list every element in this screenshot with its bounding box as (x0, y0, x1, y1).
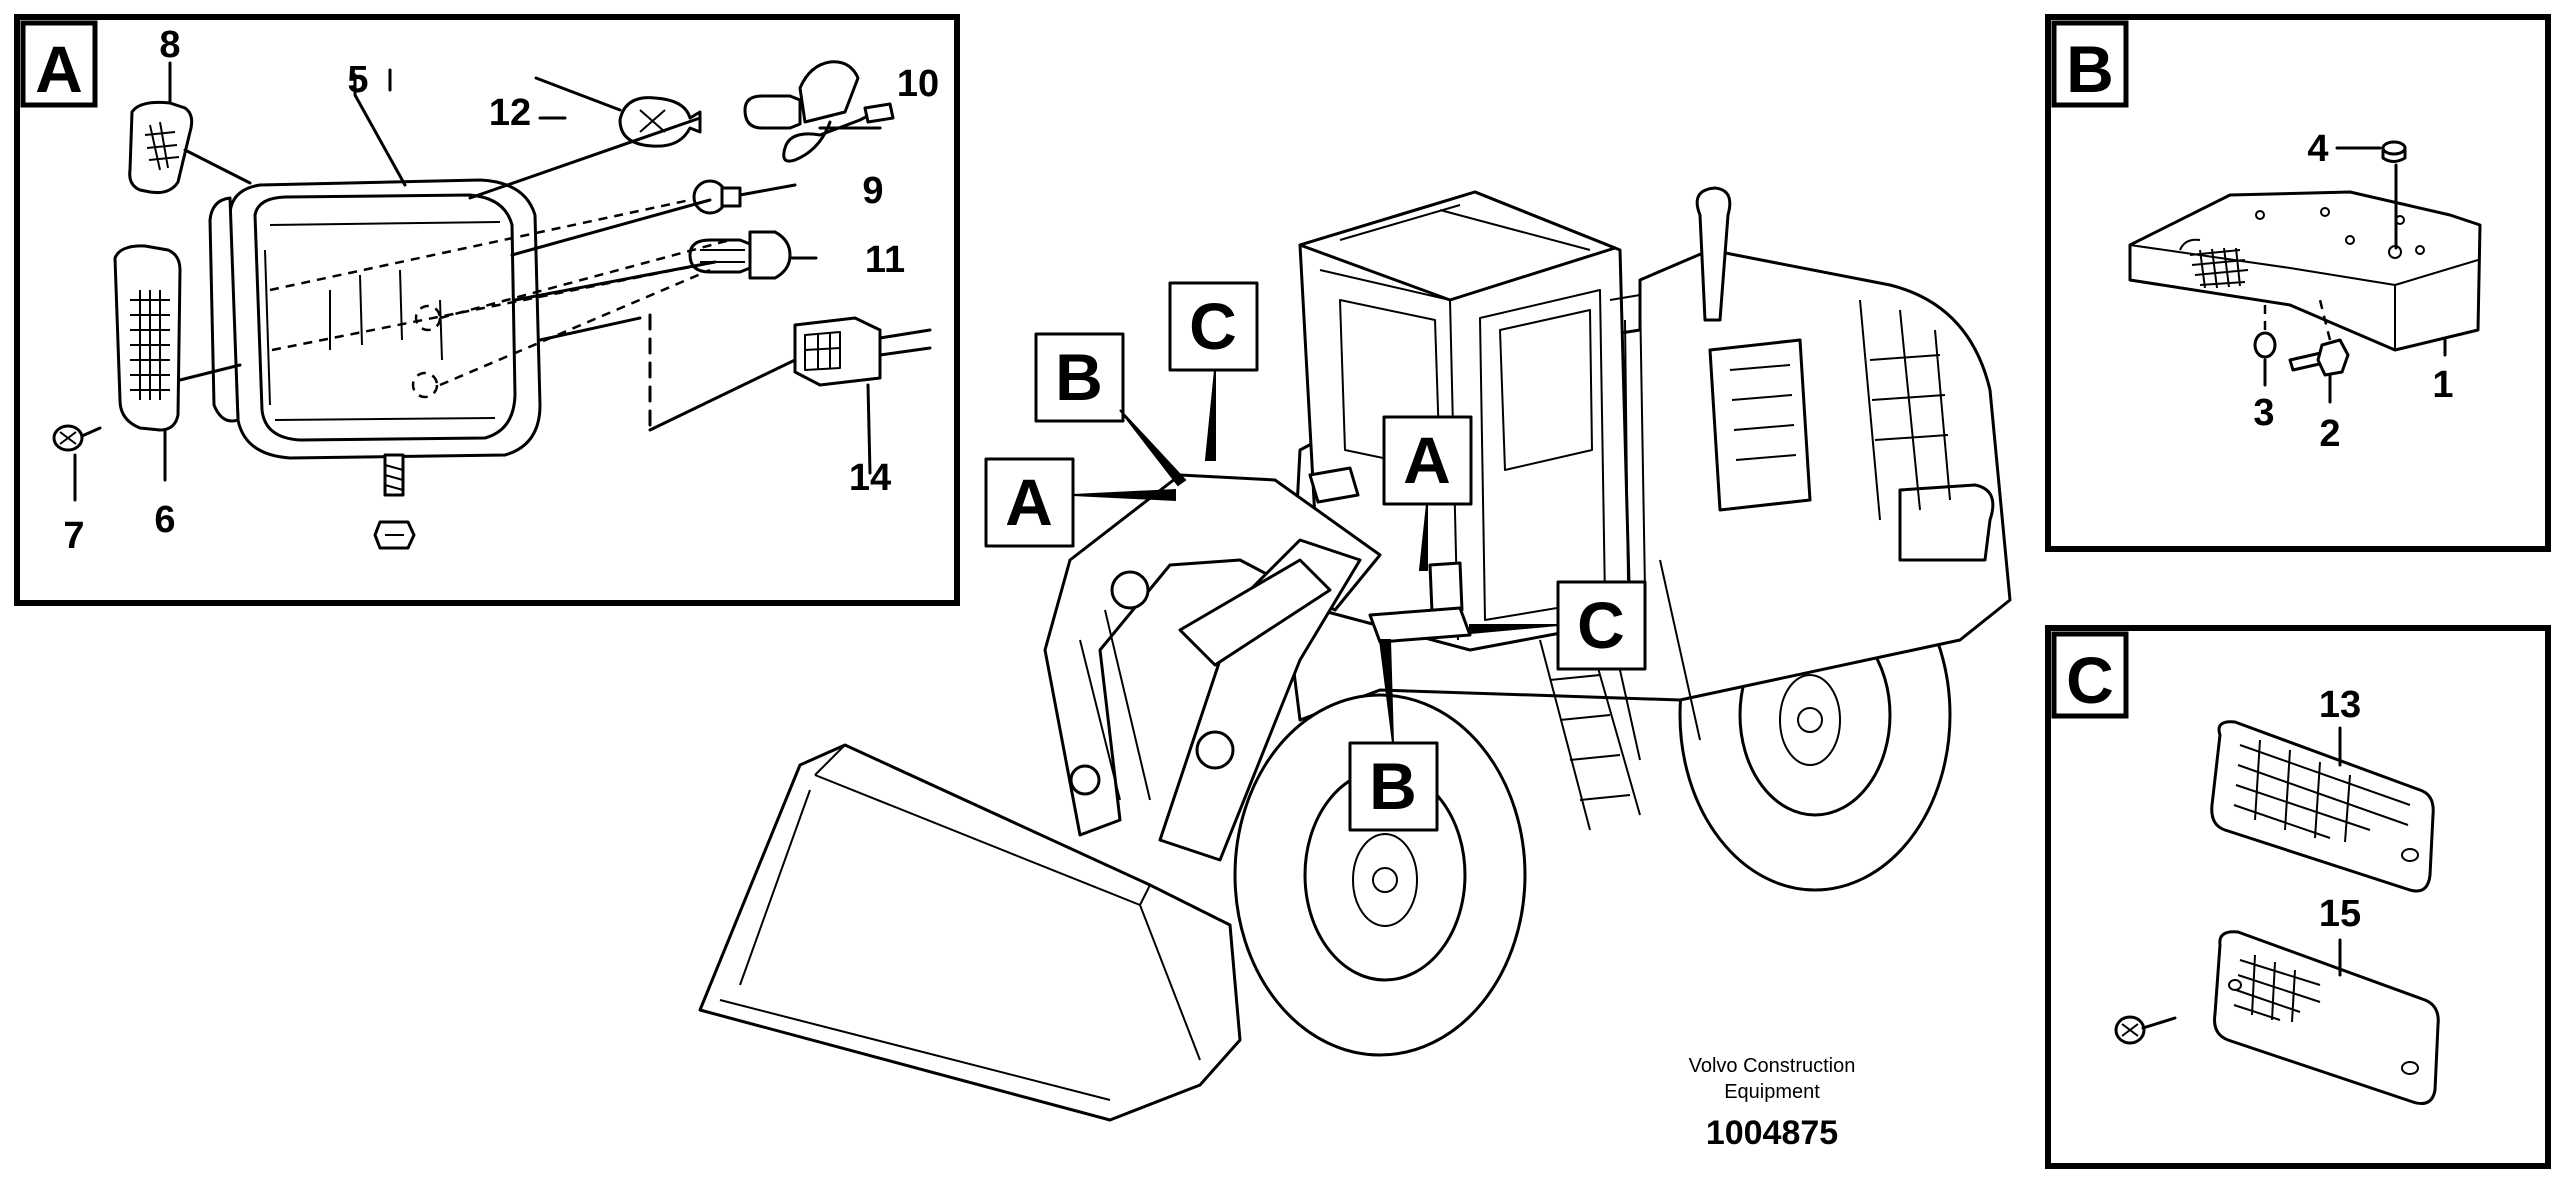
dashed-leaders-b (2263, 299, 2332, 341)
part-4-label: 4 (2307, 128, 2328, 170)
side-marker-lens-icon (113, 244, 182, 432)
caption-line-2: Equipment (1724, 1081, 1820, 1103)
vent-pattern-icon (2189, 247, 2249, 289)
lift-arm-icon (1043, 473, 1382, 862)
part-6-label: 6 (154, 499, 175, 541)
bucket-icon (698, 743, 1242, 1122)
reflector-13-icon (2210, 720, 2435, 893)
part-2-label: 2 (2319, 413, 2340, 455)
callout-mid-c-box (1556, 580, 1647, 671)
dashed-lines-a (269, 198, 731, 387)
callout-left-a-box (984, 457, 1075, 548)
part-14-label: 14 (849, 457, 891, 499)
connector-14-icon (793, 316, 932, 387)
hood-light-icon (1308, 466, 1360, 504)
callout-left-c: C (1189, 289, 1237, 363)
part-15-label: 15 (2319, 893, 2361, 935)
panel-b-tag-box (2051, 20, 2129, 108)
callout-pointers (1072, 369, 1559, 744)
screw-c-icon (2114, 1015, 2177, 1045)
wire-line-a (648, 358, 797, 432)
part-10-label: 10 (897, 63, 939, 105)
mounting-bracket-icon (2128, 190, 2482, 352)
panel-c-frame (2045, 625, 2551, 1169)
panel-c-tag: C (2066, 643, 2114, 717)
panel-a-tag-box (20, 20, 98, 108)
callout-mid-c: C (1577, 588, 1625, 662)
callout-left-c-box (1168, 281, 1259, 372)
callout-mid-a: A (1403, 423, 1451, 497)
caption-line-1: Volvo Construction (1689, 1055, 1856, 1077)
number-leaders-a (73, 61, 882, 502)
washer-3-icon (2253, 331, 2277, 359)
part-3-label: 3 (2253, 392, 2274, 434)
part-11-label: 11 (865, 239, 905, 281)
part-8-label: 8 (159, 24, 180, 66)
panel-c-tag-box (2051, 631, 2129, 719)
bulb-10-icon (743, 60, 895, 163)
callouts-main: B C A A C B (984, 281, 1647, 832)
fender-light-icon (1368, 561, 1472, 644)
bulb-12-icon (618, 96, 702, 148)
panel-a-tag: A (35, 32, 83, 106)
panel-b: B 4 3 (2045, 14, 2551, 552)
wheel-loader-illustration (698, 186, 2012, 1122)
bulb-9-icon (692, 179, 742, 215)
part-5-label: 5 (347, 59, 368, 101)
callout-mid-b: B (1369, 749, 1417, 823)
callout-mid-a-box (1382, 415, 1473, 506)
panel-b-frame (2045, 14, 2551, 552)
panel-c: C 13 15 (2045, 625, 2551, 1169)
panel-a-frame (14, 14, 960, 606)
caption: Volvo Construction Equipment 1004875 (1689, 1055, 1856, 1152)
part-7-label: 7 (63, 515, 84, 557)
callout-left-a: A (1005, 465, 1053, 539)
part-1-label: 1 (2432, 364, 2453, 406)
leaders-b (2263, 146, 2447, 404)
reflector-15-icon (2213, 930, 2440, 1105)
screw-icon (52, 424, 102, 452)
part-9-label: 9 (862, 170, 883, 212)
callout-left-b-box (1034, 332, 1125, 423)
callout-left-b: B (1055, 340, 1103, 414)
panel-b-tag: B (2066, 32, 2114, 106)
nut-4-icon (2381, 140, 2407, 163)
part-13-label: 13 (2319, 684, 2361, 726)
panel-a: A (14, 14, 960, 606)
drawing-reference-number: 1004875 (1706, 1114, 1838, 1152)
lens-icon (128, 100, 194, 194)
leader-lines-a (178, 73, 717, 382)
bolt-2-icon (2288, 338, 2350, 377)
part-12-label: 12 (489, 92, 531, 134)
